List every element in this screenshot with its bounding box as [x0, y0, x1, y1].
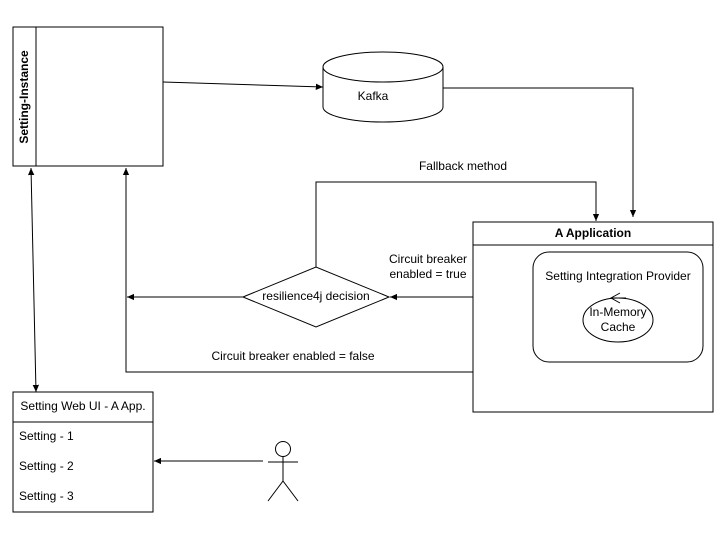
web-ui-title: Setting Web UI - A App.	[20, 399, 145, 413]
fallback-method-label: Fallback method	[419, 159, 507, 173]
web-ui-item[interactable]: Setting - 3	[19, 489, 74, 503]
kafka-node[interactable]: Kafka	[322, 51, 444, 123]
edge-kafka-to-app	[443, 87, 637, 217]
setting-instance-node[interactable]: Setting-Instance	[12, 26, 164, 167]
web-ui-item[interactable]: Setting - 1	[19, 429, 74, 443]
cache-label-line2: Cache	[601, 320, 636, 334]
user-actor-icon	[267, 441, 299, 502]
cb-true-label-line2: enabled = true	[389, 267, 466, 281]
in-memory-cache[interactable]: In-Memory Cache	[582, 292, 654, 343]
setting-instance-label: Setting-Instance	[17, 50, 31, 144]
cb-false-label: Circuit breaker enabled = false	[211, 349, 374, 363]
a-application-title: A Application	[555, 226, 631, 240]
refresh-icon	[609, 292, 626, 304]
provider-title: Setting Integration Provider	[545, 269, 690, 283]
cb-true-label-line1: Circuit breaker	[389, 252, 467, 266]
decision-label: resilience4j decision	[262, 289, 369, 303]
a-application-node[interactable]: A Application Setting Integration Provid…	[472, 221, 714, 413]
edge-instance-to-kafka	[162, 81, 324, 90]
resilience4j-decision-node[interactable]: resilience4j decision	[241, 266, 391, 328]
connectors	[27, 81, 637, 465]
cache-label-line1: In-Memory	[589, 305, 646, 319]
web-ui-item[interactable]: Setting - 2	[19, 459, 74, 473]
edge-fallback	[315, 181, 600, 267]
edge-instance-webui	[27, 167, 40, 393]
setting-web-ui-node[interactable]: Setting Web UI - A App. Setting - 1 Sett…	[12, 391, 154, 513]
edge-cb-false	[122, 168, 473, 373]
kafka-label: Kafka	[358, 89, 389, 103]
